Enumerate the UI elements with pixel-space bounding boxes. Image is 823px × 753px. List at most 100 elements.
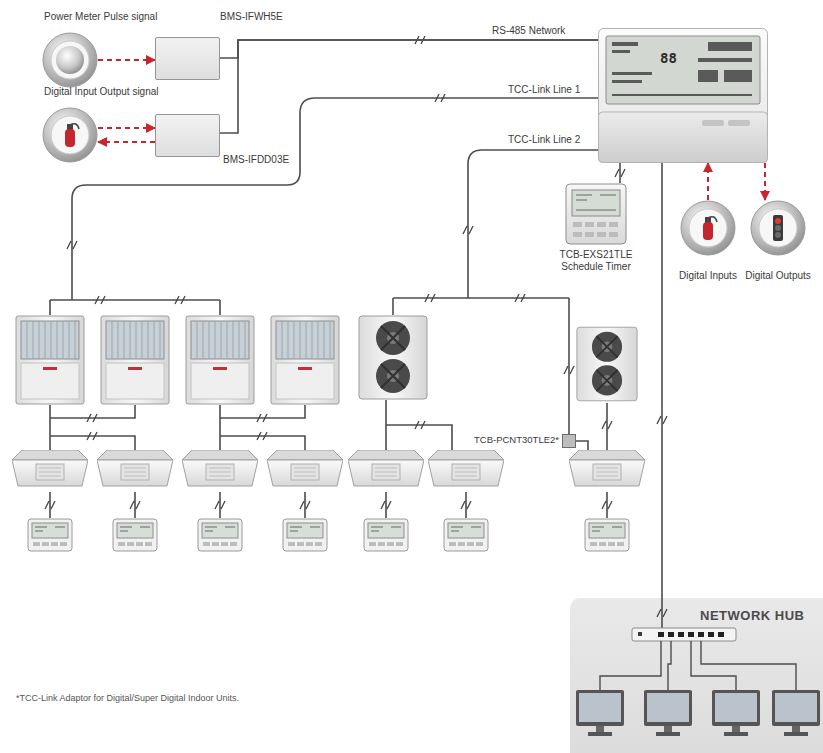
signal-icon <box>775 225 781 231</box>
timer-body <box>597 232 606 237</box>
signal-icon <box>42 32 98 88</box>
signal-icon <box>708 217 717 222</box>
network-wire <box>220 40 598 133</box>
signal-icon <box>51 116 89 154</box>
signal-circle: Digital Inputs <box>680 200 736 256</box>
schedule-timer: TCB-EXS21TLE Schedule Timer <box>565 183 627 245</box>
central-controller: 88 <box>598 28 768 163</box>
hub-drawing <box>647 693 689 722</box>
remote-controller <box>113 519 157 551</box>
line-tick <box>45 36 667 509</box>
interface-box: BMS-IFDD03E <box>155 114 220 157</box>
wiring <box>50 300 220 315</box>
line-tick <box>425 294 435 302</box>
signal-label: Digital Input Output signal <box>44 86 159 98</box>
signal-icon <box>56 46 84 74</box>
timer-body <box>572 190 620 216</box>
wiring <box>468 150 598 298</box>
network-panel: NETWORK HUB <box>570 598 823 753</box>
lcd-digits: 88 <box>660 50 677 66</box>
signal-icon <box>773 215 783 241</box>
hub-drawing <box>644 690 692 726</box>
hub-drawing <box>579 693 621 722</box>
signal-icon <box>759 209 797 247</box>
hub-drawing <box>701 641 796 690</box>
timer-body <box>597 222 606 227</box>
signal-icon <box>681 201 735 255</box>
line-tick <box>67 241 77 249</box>
signal-icon <box>750 200 806 256</box>
outdoor-unit <box>359 316 427 399</box>
controller-body <box>612 80 642 83</box>
model-label: TCB-EXS21TLE Schedule Timer <box>553 249 639 273</box>
hub-drawing <box>718 632 724 637</box>
signal-label: Power Meter Pulse signal <box>44 11 157 23</box>
outdoor-unit <box>16 316 84 404</box>
signal-icon <box>751 201 805 255</box>
line-label: TCC-Link Line 1 <box>508 84 580 96</box>
hub-drawing <box>775 693 817 722</box>
hub-drawing <box>772 690 820 726</box>
controller-body <box>612 42 752 96</box>
signal-arrow <box>98 59 155 61</box>
indoor-cassette <box>97 450 173 486</box>
line-tick <box>463 226 473 234</box>
indoor-cassette <box>182 450 258 486</box>
signal-icon <box>42 107 98 163</box>
timer-body <box>576 195 616 210</box>
outdoor-unit <box>101 316 169 404</box>
label-anchor: RS-485 Network <box>490 25 567 37</box>
remote-controller <box>585 519 629 551</box>
network-wire <box>661 163 663 598</box>
signal-icon <box>703 222 713 240</box>
timer-body <box>585 222 594 227</box>
signal-icon <box>51 41 89 79</box>
hub-drawing <box>661 598 663 628</box>
hub-drawing <box>664 726 672 732</box>
controller-body <box>698 58 752 62</box>
indoor-cassette <box>267 450 343 486</box>
wiring <box>386 492 607 518</box>
panel-title: NETWORK HUB <box>700 608 804 623</box>
signal-circle: Digital Input Output signal <box>42 107 98 163</box>
hub-drawing <box>588 732 612 736</box>
network-label: RS-485 Network <box>490 25 567 37</box>
line-tick <box>215 501 225 509</box>
label-anchor: TCC-Link Line 2 <box>508 134 580 146</box>
model-label: TCB-PCNT30TLE2* <box>474 434 559 446</box>
timer-body <box>609 232 618 237</box>
line-tick <box>87 414 97 422</box>
indoor-cassette <box>12 450 88 486</box>
timer-body <box>609 222 618 227</box>
hub-drawing <box>715 693 757 722</box>
line-tick <box>435 94 445 102</box>
wiring <box>72 98 598 300</box>
indoor-cassette <box>12 450 645 486</box>
hub-drawing <box>698 632 704 637</box>
signal-circle: Power Meter Pulse signal <box>42 32 98 88</box>
wiring <box>50 492 305 518</box>
timer-body <box>566 184 626 244</box>
controller-body <box>702 120 724 126</box>
remote-controller <box>283 519 327 551</box>
hub-drawing <box>632 628 736 641</box>
hub-drawing <box>600 641 796 690</box>
remote-controller <box>198 519 242 551</box>
model-label: BMS-IFWH5E <box>220 11 283 23</box>
indoor-cassette <box>348 450 424 486</box>
controller-body <box>606 36 760 104</box>
remote-controller <box>364 519 408 551</box>
hub-drawing <box>658 632 664 637</box>
controller-body <box>599 29 768 163</box>
line-tick <box>300 501 310 509</box>
hub-drawing <box>732 726 740 732</box>
network-wire <box>220 40 598 58</box>
hub-drawing <box>596 726 604 732</box>
hub-drawing <box>691 641 736 690</box>
adapter-box: TCB-PCNT30TLE2* <box>562 434 576 448</box>
signal-icon <box>43 33 97 87</box>
timer-body <box>573 222 582 227</box>
line-tick <box>45 501 55 509</box>
hub-drawing <box>724 732 748 736</box>
remote-controller <box>28 519 629 551</box>
